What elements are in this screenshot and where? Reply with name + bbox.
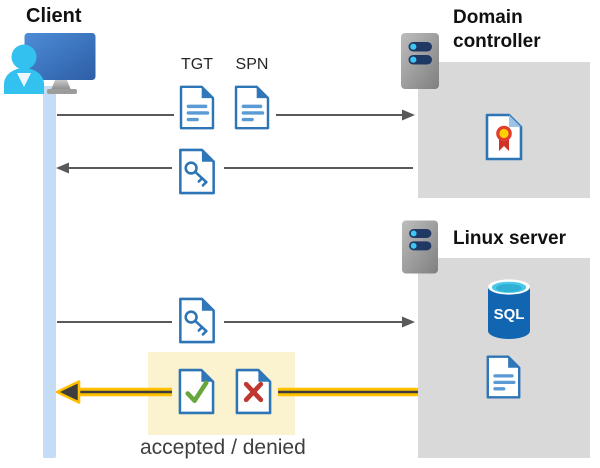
server-icon [401,33,439,89]
server-icon [402,220,438,274]
sql-badge-text: SQL [494,306,525,323]
denied-document-icon [235,368,272,415]
document-icon [486,355,521,399]
client-label: Client [26,5,82,27]
certificate-document-icon [485,113,523,161]
key-document-icon [179,297,215,344]
client-lifeline [43,86,56,458]
tgt-label: TGT [181,56,213,73]
result-label: accepted / denied [140,436,306,459]
domain-controller-label: Domain controller [453,7,541,52]
document-icon [179,85,215,130]
client-workstation-icon [4,33,96,94]
spn-label: SPN [235,56,269,73]
linux-server-label: Linux server [453,228,566,249]
arrow-client-to-linux [57,316,415,328]
document-icon [234,85,270,130]
key-document-icon [179,148,215,195]
accepted-document-icon [178,368,215,415]
arrow-dc-to-client [56,162,413,174]
sql-database-icon: SQL [488,279,530,339]
